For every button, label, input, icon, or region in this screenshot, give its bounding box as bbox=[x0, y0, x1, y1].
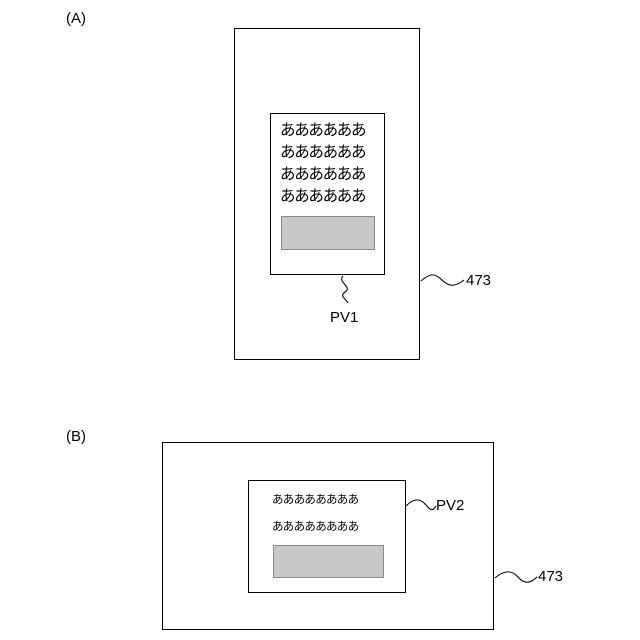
pv1-ref-label: PV1 bbox=[330, 309, 358, 327]
pv1-text-line: ああああああ bbox=[280, 120, 365, 140]
pv2-ref-label: PV2 bbox=[436, 497, 464, 515]
pv1-text-line: ああああああ bbox=[280, 186, 365, 206]
pv1-text-line: ああああああ bbox=[280, 164, 365, 184]
pv1-text-line: ああああああ bbox=[280, 142, 365, 162]
pv1-gray-bar bbox=[281, 216, 375, 250]
figure-b-label: (B) bbox=[66, 428, 86, 446]
device-b-ref-label: 473 bbox=[538, 568, 563, 586]
device-a-ref-label: 473 bbox=[466, 272, 491, 290]
preview-pv2: ああああああああ ああああああああ bbox=[248, 480, 406, 593]
device-b-leader-line bbox=[495, 572, 537, 582]
figure-a-label: (A) bbox=[66, 10, 86, 28]
pv2-gray-bar bbox=[273, 545, 384, 578]
device-a-leader-line bbox=[421, 275, 464, 285]
pv2-text-line: ああああああああ bbox=[272, 518, 358, 534]
preview-pv1: ああああああ ああああああ ああああああ ああああああ bbox=[270, 113, 385, 275]
pv2-text-line: ああああああああ bbox=[272, 491, 358, 507]
